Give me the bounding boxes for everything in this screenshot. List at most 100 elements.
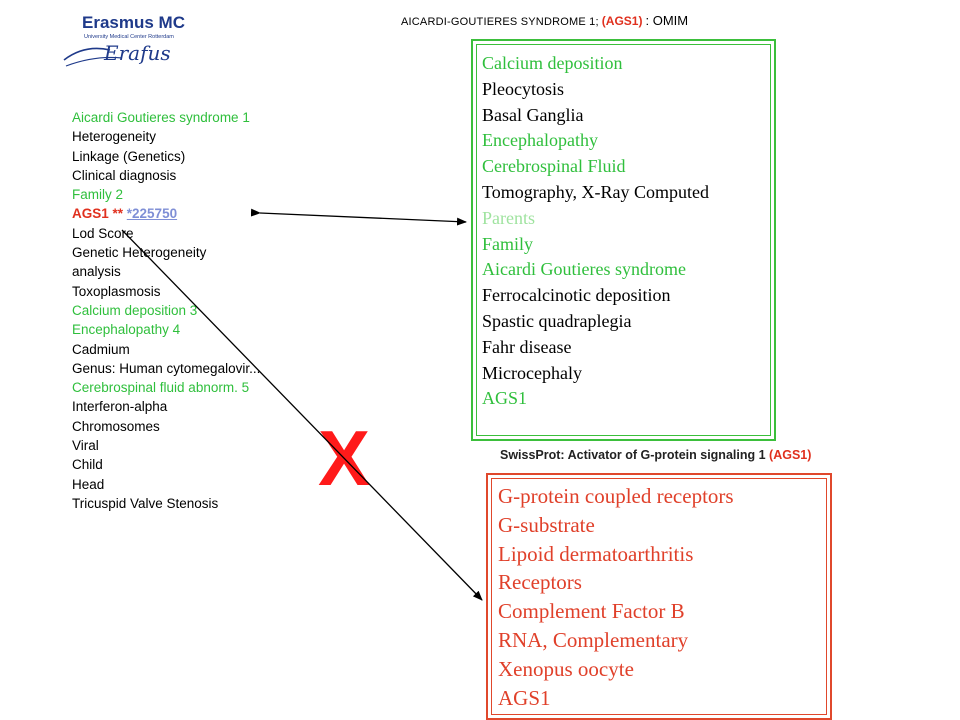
swissprot-term-item: G-substrate	[498, 511, 828, 540]
literature-term-item-label: Interferon-alpha	[72, 399, 168, 415]
literature-term-item-label: Lod Score	[72, 225, 134, 241]
omim-term-item-label: Family	[482, 233, 534, 254]
swissprot-term-item-label: Lipoid dermatoarthritis	[498, 541, 694, 566]
omim-term-item: Microcephaly	[482, 361, 772, 387]
omim-term-item-label: Calcium deposition	[482, 53, 623, 73]
literature-term-list: Aicardi Goutieres syndrome 1 Heterogeneit…	[72, 108, 312, 513]
omim-term-item: Parents	[482, 206, 772, 232]
omim-term-item-label: Parents	[482, 207, 535, 228]
swissprot-header-code: (AGS1)	[769, 448, 812, 462]
omim-term-item-label: Microcephaly	[482, 362, 582, 383]
cross-mark: X	[318, 414, 371, 502]
omim-term-item-label: Fahr disease	[482, 336, 572, 357]
literature-term-item-label: Heterogeneity	[72, 129, 157, 145]
literature-term-item: Tricuspid Valve Stenosis	[72, 494, 312, 513]
omim-term-item: Family	[482, 232, 772, 258]
omim-header-title: AICARDI-GOUTIERES SYNDROME 1;	[401, 16, 599, 28]
logo-script: Erafus	[103, 41, 171, 65]
literature-term-item-label: Toxoplasmosis	[72, 283, 161, 299]
literature-term-item: Head	[72, 475, 312, 494]
swissprot-term-item-label: Xenopus oocyte	[498, 656, 634, 681]
omim-term-item-label: Spastic quadraplegia	[482, 310, 632, 331]
literature-term-item: Lod Score	[72, 224, 312, 243]
literature-term-item-label: Genus: Human cytomegalovir...	[72, 360, 261, 376]
swissprot-terms-box	[486, 473, 832, 720]
omim-term-item-label: Aicardi Goutieres syndrome	[482, 259, 686, 280]
omim-term-item-label: Encephalopathy	[482, 130, 598, 151]
swissprot-term-item-label: G-substrate	[498, 512, 595, 537]
omim-term-item-label: Ferrocalcinotic deposition	[482, 285, 671, 306]
literature-term-item: Cerebrospinal fluid abnorm. 5	[72, 378, 312, 397]
omim-term-item: Calcium deposition	[482, 51, 772, 77]
logo-subtitle: University Medical Center Rotterdam	[84, 34, 174, 40]
literature-term-item-label: Aicardi Goutieres syndrome 1	[72, 110, 250, 125]
literature-term-item-label: Linkage (Genetics)	[72, 148, 186, 164]
literature-term-item: Family 2	[72, 185, 312, 204]
omim-header: AICARDI-GOUTIERES SYNDROME 1; (AGS1) : O…	[401, 13, 688, 28]
swissprot-term-item: Complement Factor B	[498, 597, 828, 626]
omim-term-item-label: Tomography, X-Ray Computed	[482, 181, 710, 202]
omim-term-item: Cerebrospinal Fluid	[482, 154, 772, 180]
literature-term-item-label: Calcium deposition 3	[72, 302, 198, 318]
swissprot-term-item-label: RNA, Complementary	[498, 627, 689, 652]
swissprot-term-item-label: Complement Factor B	[498, 599, 685, 624]
literature-term-item: Aicardi Goutieres syndrome 1	[72, 108, 312, 127]
literature-term-item-label: Cerebrospinal fluid abnorm. 5	[72, 380, 250, 396]
omim-term-item: Tomography, X-Ray Computed	[482, 180, 772, 206]
logo-name: Erasmus MC	[82, 13, 185, 32]
swissprot-term-item: Xenopus oocyte	[498, 655, 828, 684]
swissprot-term-item: G-protein coupled receptors	[498, 482, 828, 511]
omim-term-item: Ferrocalcinotic deposition	[482, 283, 772, 309]
omim-term-item: AGS1	[482, 386, 772, 412]
omim-term-item: Pleocytosis	[482, 77, 772, 103]
omim-term-item-label: Basal Ganglia	[482, 104, 584, 125]
literature-term-item: Cadmium	[72, 340, 312, 359]
logo-graphic: Erasmus MC University Medical Center Rot…	[63, 13, 185, 67]
literature-term-item-label: Clinical diagnosis	[72, 167, 177, 183]
swissprot-term-item-label: AGS1	[498, 685, 551, 710]
omim-entry-link[interactable]: *225750	[126, 206, 178, 222]
swissprot-header: SwissProt: Activator of G-protein signal…	[500, 448, 811, 462]
literature-term-item: Calcium deposition 3	[72, 301, 312, 320]
literature-term-item-label: Cadmium	[72, 341, 130, 357]
swissprot-term-item: Lipoid dermatoarthritis	[498, 540, 828, 569]
swissprot-term-item-label: Receptors	[498, 570, 582, 595]
literature-term-item-label: Encephalopathy 4	[72, 322, 181, 338]
literature-term-item-label: Viral	[72, 438, 99, 454]
literature-term-item: Child	[72, 455, 312, 474]
omim-term-item-label: AGS1	[482, 388, 528, 409]
literature-term-item-label: Tricuspid Valve Stenosis	[72, 495, 219, 511]
literature-term-item: Linkage (Genetics)	[72, 147, 312, 166]
literature-term-item-label: Chromosomes	[72, 418, 160, 434]
swissprot-header-title: SwissProt: Activator of G-protein signal…	[500, 448, 766, 462]
omim-header-source: : OMIM	[645, 13, 689, 28]
literature-term-item: Viral	[72, 436, 312, 455]
omim-term-item: Spastic quadraplegia	[482, 309, 772, 335]
literature-term-item-label: analysis	[72, 264, 121, 280]
literature-term-item-label: Genetic Heterogeneity	[72, 245, 207, 261]
omim-term-item-label: Pleocytosis	[482, 78, 565, 99]
literature-term-item: Interferon-alpha	[72, 397, 312, 416]
erasmus-mc-logo: Erasmus MC University Medical Center Rot…	[62, 10, 202, 72]
swissprot-term-item-label: G-protein coupled receptors	[498, 484, 734, 508]
swissprot-term-item: RNA, Complementary	[498, 626, 828, 655]
literature-term-item: Toxoplasmosis	[72, 282, 312, 301]
omim-term-item: Fahr disease	[482, 335, 772, 361]
omim-term-item: Aicardi Goutieres syndrome	[482, 257, 772, 283]
literature-term-item-label: Head	[72, 476, 105, 492]
literature-term-item-label: Child	[72, 457, 103, 473]
literature-term-item: Genus: Human cytomegalovir...	[72, 359, 312, 378]
swissprot-term-item: AGS1	[498, 684, 828, 713]
omim-term-item: Basal Ganglia	[482, 103, 772, 129]
omim-term-item-label: Cerebrospinal Fluid	[482, 156, 626, 177]
omim-header-code: (AGS1)	[601, 14, 643, 28]
literature-term-item: Chromosomes	[72, 417, 312, 436]
literature-term-item: AGS1 ** *225750	[72, 204, 312, 223]
literature-term-item: Clinical diagnosis	[72, 166, 312, 185]
literature-term-item: Genetic Heterogeneity	[72, 243, 312, 262]
literature-term-item: Heterogeneity	[72, 127, 312, 146]
literature-term-item-label: AGS1 **	[72, 206, 127, 222]
omim-term-item: Encephalopathy	[482, 128, 772, 154]
